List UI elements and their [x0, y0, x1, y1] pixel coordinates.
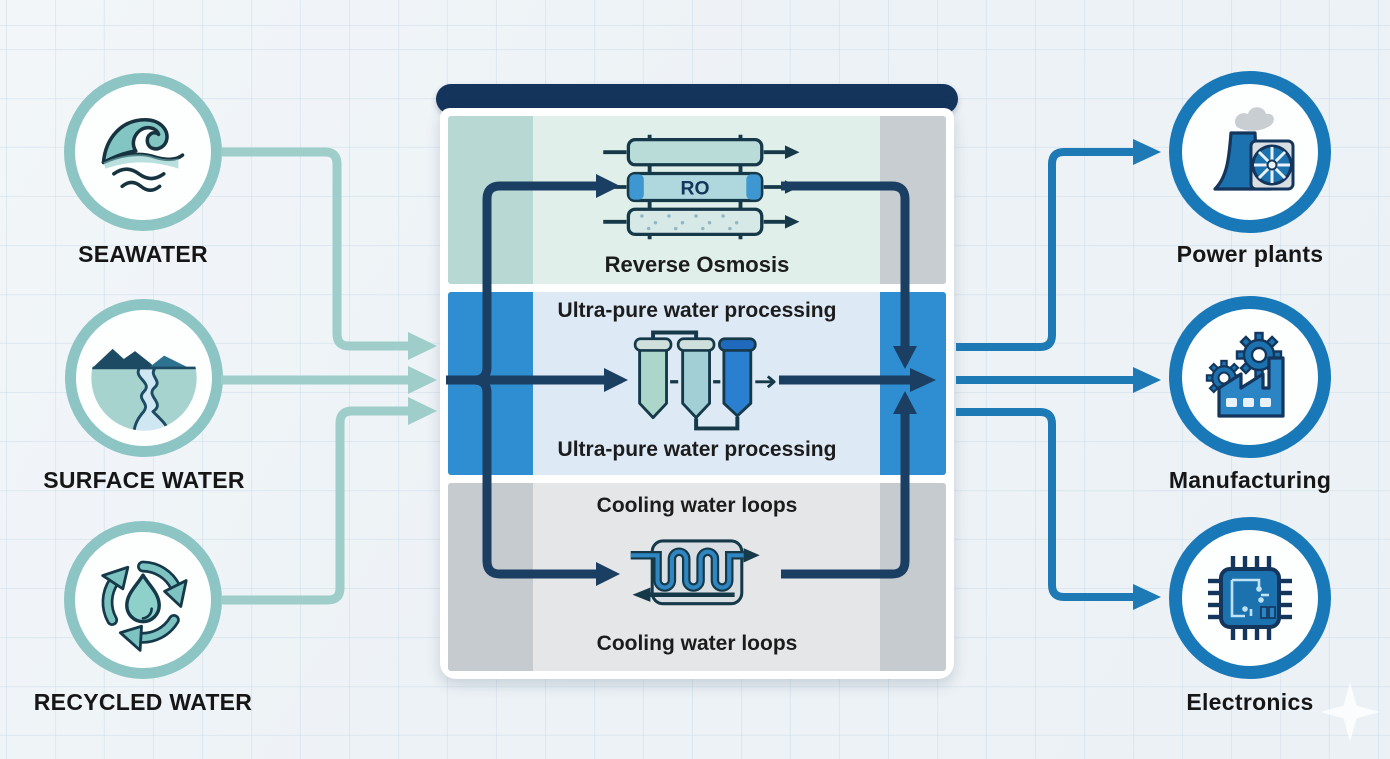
seawater-line — [221, 147, 437, 360]
ro-chip-label: RO — [681, 178, 710, 199]
ro-membrane-icon: RO — [603, 134, 800, 239]
wave-icon — [101, 117, 185, 192]
ultra-pure-right-stripe — [880, 292, 946, 475]
destination-label-power-plants: Power plants — [1176, 241, 1324, 267]
to-power-plants-line — [956, 139, 1161, 351]
purification-columns-icon — [609, 330, 776, 431]
section-cooling: Cooling water loops Cooling water loops — [448, 482, 946, 671]
section-title-ultra-pure-bottom: Ultra-pure water processing — [557, 437, 837, 461]
source-node-seawater — [64, 73, 222, 231]
cooling-left-stripe — [448, 482, 533, 671]
section-ultra-pure: Ultra-pure water processing — [448, 292, 946, 475]
factory-gears-icon — [1205, 331, 1285, 418]
source-label-seawater: SEAWATER — [78, 241, 208, 267]
ultra-pure-left-stripe — [448, 292, 533, 475]
destination-node-electronics — [1169, 517, 1331, 679]
section-title-reverse-osmosis: Reverse Osmosis — [604, 251, 790, 277]
destination-node-manufacturing — [1169, 296, 1331, 458]
section-reverse-osmosis: RO Reverse Osmosis — [448, 116, 946, 285]
ro-right-stripe — [880, 116, 946, 285]
section-title-ultra-pure-top: Ultra-pure water processing — [557, 299, 837, 323]
sparkle-icon — [1320, 682, 1380, 742]
recycle-drop-icon — [101, 560, 188, 652]
source-label-recycled-water: RECYCLED WATER — [33, 689, 253, 715]
microchip-icon — [1208, 556, 1292, 640]
section-title-cooling-top: Cooling water loops — [596, 493, 798, 517]
cooling-right-stripe — [880, 482, 946, 671]
heat-exchanger-icon — [630, 539, 760, 606]
to-electronics-line — [956, 408, 1161, 610]
destination-node-power-plants — [1169, 71, 1331, 233]
river-icon — [91, 348, 197, 431]
destination-label-manufacturing: Manufacturing — [1168, 467, 1332, 493]
surface-water-line — [221, 366, 437, 394]
source-label-surface-water: SURFACE WATER — [43, 467, 245, 493]
process-box-body: RO Reverse Osmosis — [440, 108, 954, 679]
ro-left-stripe — [448, 116, 533, 285]
section-title-cooling-bottom: Cooling water loops — [596, 631, 798, 655]
destination-label-electronics: Electronics — [1186, 689, 1314, 715]
recycled-water-line — [221, 397, 437, 605]
source-node-surface-water — [65, 299, 223, 457]
power-plant-icon — [1213, 107, 1295, 191]
source-node-recycled-water — [64, 521, 222, 679]
process-box: RO Reverse Osmosis — [436, 84, 958, 683]
to-manufacturing-line — [956, 367, 1161, 393]
